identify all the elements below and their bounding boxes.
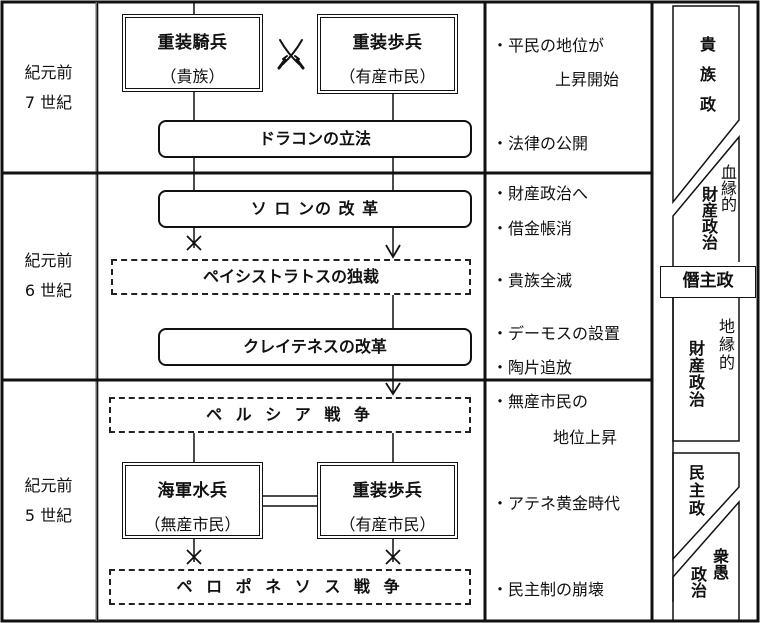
note-debt-cancel: ・借金帳消 [492,219,573,238]
box-title: 海軍水兵 [157,481,228,501]
arrow-down [385,382,401,396]
note-commoners-rise-cont: 上昇開始 [555,70,620,89]
territorial-label: 地縁的 [716,318,735,372]
box-title: 重装騎兵 [157,33,228,53]
solon-reform-label: ソ ロ ンの 改 革 [250,199,380,218]
note-democracy-collapse: ・民主制の崩壊 [492,580,605,599]
era-label-line: 5 世紀 [24,506,73,525]
tyranny-label: 僭主政 [682,271,734,291]
note-demes: ・デーモスの設置 [492,324,621,343]
era-label-7c: 紀元前 7 世紀 [0,58,97,118]
mob-rule-shape [672,500,740,621]
note-golden-age: ・アテネ黄金時代 [492,494,621,513]
aristocracy-shape [672,5,740,205]
connectors [193,2,394,562]
draco-law-box: ドラコンの立法 [158,120,472,158]
peisistratus-box: ペイシストラトスの独裁 [111,259,471,295]
hoplite-box-5c: 重装歩兵 （有産市民） [317,462,458,539]
timocracy-label-2: 財産政治 [686,340,705,408]
note-poor-rise-cont: 地位上昇 [553,428,618,447]
arrowheads [385,244,401,396]
aristocracy-label: 貴族政 [697,36,716,126]
timocracy2-shape [672,298,740,442]
draco-law-label: ドラコンの立法 [258,129,371,148]
box-title: 重装歩兵 [352,481,423,501]
box-subtitle: （有産市民） [339,515,436,534]
box-subtitle: （無産市民） [144,515,241,534]
navy-box: 海軍水兵 （無産市民） [122,462,263,539]
box-title: 重装歩兵 [352,33,423,53]
peloponnesian-war-box: ペ ロ ポ ネ ソ ス 戦 争 [109,569,471,605]
mob-rule-label: 政治 [688,566,707,598]
blood-kinship-label: 血縁的 [718,164,737,212]
era-label-6c: 紀元前 6 世紀 [0,246,97,306]
peisistratus-label: ペイシストラトスの独裁 [202,267,379,286]
timocracy-label-1: 財産政治 [699,186,718,250]
era-label-line: 7 世紀 [24,93,73,112]
blocked-marks [186,235,401,565]
mob-label: 衆愚 [710,548,729,580]
crossed-swords-icon [277,39,305,70]
era-label-line: 紀元前 [24,63,73,82]
era-label-line: 紀元前 [24,476,73,495]
polity-shapes [672,5,740,621]
democracy-shape [672,452,740,561]
box-subtitle: （貴族） [160,67,225,86]
persian-war-label: ペ ル シ ア 戦 争 [206,405,374,424]
solon-reform-box: ソ ロ ンの 改 革 [158,190,472,228]
box-subtitle: （有産市民） [339,67,436,86]
cleisthenes-reform-label: クレイテネスの改革 [243,337,387,356]
note-commoners-rise: ・平民の地位が [492,36,605,55]
hoplite-box-7c: 重装歩兵 （有産市民） [317,14,458,94]
era-label-line: 6 世紀 [24,281,73,300]
tyranny-box: 僭主政 [660,266,756,298]
persian-war-box: ペ ル シ ア 戦 争 [109,397,471,433]
peloponnesian-war-label: ペ ロ ポ ネ ソ ス 戦 争 [176,577,404,596]
note-ostracism: ・陶片追放 [492,358,573,377]
arrow-down [385,244,401,259]
note-aristocracy-end: ・貴族全滅 [492,271,573,290]
note-poor-rise: ・無産市民の [492,392,589,411]
democracy-label: 民主政 [686,464,705,518]
cleisthenes-reform-box: クレイテネスの改革 [158,328,472,366]
era-label-line: 紀元前 [24,251,73,270]
cavalry-box: 重装騎兵 （貴族） [122,14,263,92]
era-label-5c: 紀元前 5 世紀 [0,471,97,531]
note-law-publication: ・法律の公開 [492,134,589,153]
note-timocracy: ・財産政治へ [492,184,589,203]
